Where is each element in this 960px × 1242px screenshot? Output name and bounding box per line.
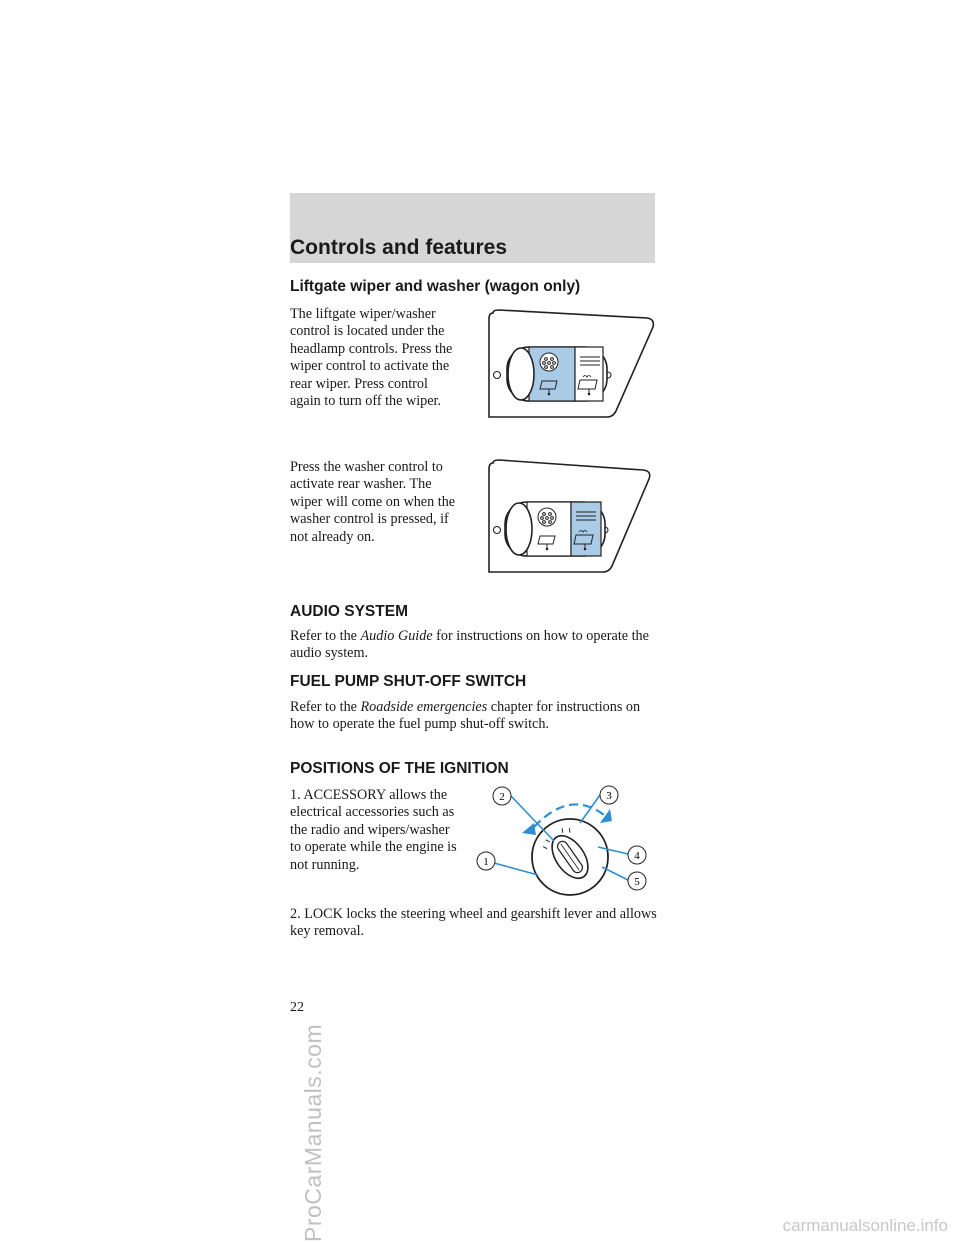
liftgate-paragraph-1: The liftgate wiper/washer control is loc… bbox=[290, 306, 453, 410]
side-watermark: ProCarManuals.com bbox=[300, 1023, 326, 1242]
header-band bbox=[290, 193, 655, 263]
callout-1: 1 bbox=[483, 856, 489, 868]
ignition-item-2: 2. LOCK locks the steering wheel and gea… bbox=[290, 906, 657, 940]
callout-5: 5 bbox=[634, 876, 640, 888]
ignition-heading: POSITIONS OF THE IGNITION bbox=[290, 760, 509, 777]
page-number: 22 bbox=[290, 1000, 304, 1015]
audio-paragraph: Refer to the Audio Guide for instruction… bbox=[290, 628, 649, 662]
fuel-pump-paragraph: Refer to the Roadside emergencies chapte… bbox=[290, 699, 641, 733]
liftgate-paragraph-2: Press the washer control to activate rea… bbox=[290, 459, 456, 545]
ignition-positions-illustration: 2 3 4 5 1 bbox=[476, 785, 647, 896]
washer-control-illustration bbox=[488, 459, 651, 573]
audio-guide-reference: Audio Guide bbox=[360, 628, 433, 644]
callout-2: 2 bbox=[499, 791, 505, 803]
ignition-item-1: 1. ACCESSORY allows the electrical acces… bbox=[290, 787, 457, 873]
callout-4: 4 bbox=[634, 850, 640, 862]
callout-3: 3 bbox=[606, 790, 612, 802]
wiper-control-illustration bbox=[488, 309, 655, 418]
liftgate-heading: Liftgate wiper and washer (wagon only) bbox=[290, 278, 581, 295]
fuel-pump-heading: FUEL PUMP SHUT-OFF SWITCH bbox=[290, 673, 527, 690]
roadside-emergencies-reference: Roadside emergencies bbox=[360, 699, 488, 715]
audio-heading: AUDIO SYSTEM bbox=[290, 603, 408, 620]
page-header-title: Controls and features bbox=[290, 236, 508, 259]
footer-watermark: carmanualsonline.info bbox=[782, 1216, 948, 1235]
